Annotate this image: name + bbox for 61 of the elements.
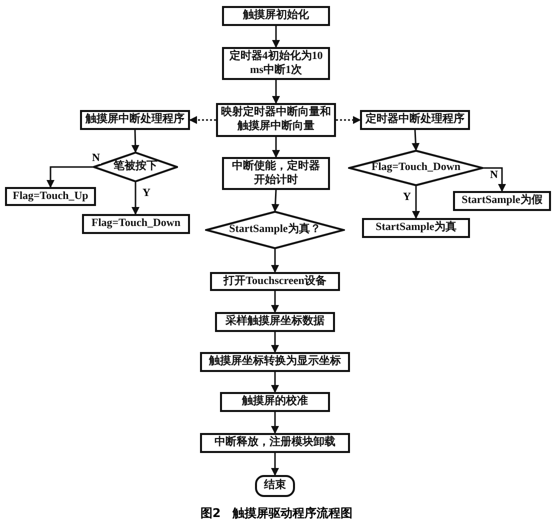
arrow [272,80,280,104]
node-text: 中断使能，定时器开始计时 [231,160,321,188]
arrow [412,186,420,219]
node-text: 定时器4初始化为10 ms中断1次 [228,50,324,78]
node-text: 触摸屏初始化 [243,9,309,23]
decision-diamond [93,152,178,182]
arrow [271,453,279,476]
edge-label: Y [402,192,412,203]
process-box [200,433,350,453]
node-text: 触摸屏的校准 [242,395,308,409]
arrow [412,130,420,151]
arrow [132,182,140,215]
arrow [271,372,279,393]
arrow [271,412,279,434]
decision-diamond [348,150,484,186]
node-text: StartSample为假 [462,194,542,208]
terminator-box [255,475,295,497]
process-box [453,191,551,211]
node-text: 打开Touchscreen设备 [224,274,326,288]
process-box [222,157,330,190]
figure-caption: 图2 触摸屏驱动程序流程图 [199,505,354,522]
process-box [200,352,350,372]
process-box [210,272,340,291]
arrow [272,137,280,158]
arrow [46,166,93,188]
process-box [220,392,330,412]
process-box [82,214,190,234]
process-box [5,187,96,206]
arrow [271,249,279,273]
dashed-arrow [189,116,216,124]
node-text: 触摸屏中断处理程序 [86,113,184,127]
edge-label: Y [142,188,152,199]
node-text: Flag=Touch_Down [372,161,460,175]
process-box [80,110,190,130]
edge-label: N [489,170,499,181]
node-text: Flag=Touch_Up [12,190,88,204]
node-text: Flag=Touch_Down [92,217,180,231]
arrow [272,26,280,48]
process-box [215,312,335,332]
node-text: 触摸屏坐标转换为显示坐标 [209,355,341,369]
node-text: StartSample为真 [376,221,456,235]
arrow [271,190,280,212]
process-box [216,103,336,137]
arrow [271,291,279,313]
edge-label: N [91,153,101,164]
decision-diamond [205,211,345,249]
process-box [222,47,330,80]
node-text: 笔被按下 [114,160,158,174]
node-text: 结束 [264,479,286,493]
arrow [131,130,140,153]
process-box [362,218,470,238]
node-text: 采样触摸屏坐标数据 [226,315,324,329]
node-text: 中断释放，注册模块卸载 [214,436,336,450]
process-box [222,6,330,26]
process-box [360,110,470,130]
node-text: 映射定时器中断向量和触摸屏中断向量 [221,106,331,134]
dashed-arrow [336,116,361,124]
node-text: 定时器中断处理程序 [366,113,464,127]
arrow [484,167,506,192]
node-text: StartSample为真？ [229,223,321,237]
arrow [271,332,279,353]
